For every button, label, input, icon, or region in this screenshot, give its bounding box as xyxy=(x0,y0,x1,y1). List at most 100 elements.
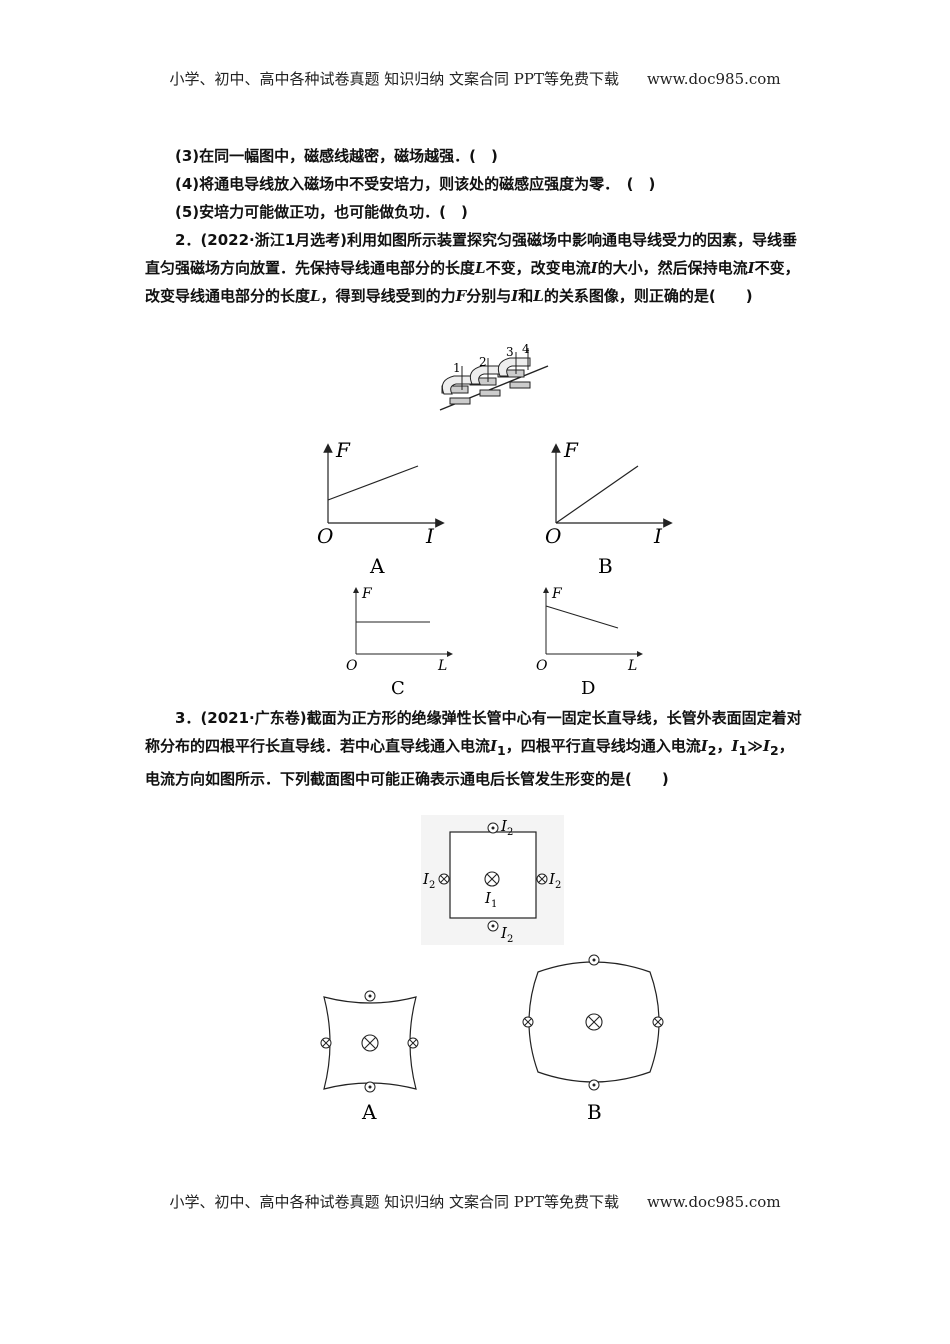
x-axis-label: L xyxy=(437,658,447,674)
deformation-option-b: B xyxy=(522,954,664,1124)
x-axis-label: I xyxy=(653,524,663,548)
graph-line xyxy=(555,465,639,524)
option-letter: C xyxy=(391,678,405,699)
current-into-page-icon xyxy=(320,1037,332,1049)
current-out-of-page-icon xyxy=(588,954,600,966)
header-text: 小学、初中、高中各种试卷真题 知识归纳 文案合同 PPT等免费下载 xyxy=(169,70,619,88)
q2-text-part: 的关系图像，则正确的是( ) xyxy=(543,287,753,305)
current-out-of-page-icon xyxy=(487,920,499,932)
statement-4: (4)将通电导线放入磁场中不受安培力，则该处的磁感应强度为零． ( ) xyxy=(175,175,656,193)
statement-3: (3)在同一幅图中，磁感线越密，磁场越强．( ) xyxy=(175,147,498,165)
current-into-page-icon xyxy=(407,1037,419,1049)
y-axis-label: F xyxy=(361,586,373,602)
central-wire-icon xyxy=(484,871,500,887)
page-footer: 小学、初中、高中各种试卷真题 知识归纳 文案合同 PPT等免费下载 www.doc… xyxy=(0,1191,950,1212)
var-L: L xyxy=(475,259,486,277)
question-3-block: 3．(2021·广东卷)截面为正方形的绝缘弹性长管中心有一固定长直导线，长管外表… xyxy=(145,704,805,793)
current-out-of-page-icon xyxy=(588,1079,600,1091)
q2-text-part: ，得到导线受到的力 xyxy=(320,287,456,305)
subscript: 2 xyxy=(707,743,717,758)
q3-text-part: ，四根平行直导线均通入电流 xyxy=(505,737,701,755)
origin-label: O xyxy=(346,658,358,674)
q3-text-part: ， xyxy=(716,737,732,755)
label-subscript: 1 xyxy=(491,899,497,910)
question-content: (3)在同一幅图中，磁感线越密，磁场越强．( ) (4)将通电导线放入磁场中不受… xyxy=(145,142,805,310)
y-axis-label: F xyxy=(563,438,579,462)
q2-text-part: 不变，改变电流 xyxy=(485,259,591,277)
x-axis-label: L xyxy=(627,658,637,674)
apparatus-figure: 1 2 3 4 xyxy=(439,344,549,411)
deformed-tube-convex xyxy=(528,961,660,1083)
central-wire-icon xyxy=(585,1013,603,1031)
label-I2: I xyxy=(500,817,508,835)
option-letter: A xyxy=(369,554,385,578)
var-I: I xyxy=(590,259,598,277)
q3-text-part: ，电流方向如图所示．下列截面图中可能正确表示通电后长管发生形变的是( ) xyxy=(145,737,794,788)
graph-option-a: F O I A xyxy=(317,438,445,578)
statement-5: (5)安培力可能做正功，也可能做负功．( ) xyxy=(175,203,468,221)
q3-number: 3． xyxy=(175,709,201,727)
var-I: I xyxy=(511,287,519,305)
q2-text-part: 利用如图所示装置探究匀强磁场中影响通电导线受力的因素，导线垂直匀强磁场方向放置．… xyxy=(145,231,798,277)
graph-line xyxy=(327,465,419,501)
current-into-page-icon xyxy=(438,873,450,885)
var-L: L xyxy=(533,287,544,305)
label-subscript: 2 xyxy=(507,934,513,945)
graph-option-c: F O L C xyxy=(346,586,453,699)
central-wire-icon xyxy=(361,1034,379,1052)
label-subscript: 2 xyxy=(429,880,435,891)
apparatus-label: 3 xyxy=(506,345,514,359)
var-I1: I xyxy=(490,737,498,755)
label-I2: I xyxy=(422,870,430,888)
var-I1: I xyxy=(731,737,739,755)
header-url: www.doc985.com xyxy=(646,70,781,88)
label-subscript: 2 xyxy=(507,827,513,838)
origin-label: O xyxy=(536,658,548,674)
label-subscript: 2 xyxy=(555,880,561,891)
q2-text-part: 和 xyxy=(518,287,534,305)
var-I2: I xyxy=(762,737,770,755)
current-out-of-page-icon xyxy=(364,990,376,1002)
graph-option-d: F O L D xyxy=(536,586,643,699)
var-I: I xyxy=(747,259,755,277)
subscript: 2 xyxy=(769,743,779,758)
q2-text-part: 的大小，然后保持电流 xyxy=(597,259,748,277)
var-I2: I xyxy=(700,737,708,755)
option-letter: D xyxy=(581,678,595,699)
q2-source: (2022·浙江1月选考) xyxy=(200,231,348,249)
graph-line xyxy=(545,605,619,629)
q2-text-part: 分别与 xyxy=(466,287,512,305)
q2-text-part: 不变，改变导线通电部分的长度 xyxy=(145,259,800,305)
subscript: 1 xyxy=(738,743,748,758)
option-letter: B xyxy=(587,1100,602,1124)
label-I1: I xyxy=(484,889,492,907)
option-letter: A xyxy=(361,1100,377,1124)
current-into-page-icon xyxy=(522,1016,534,1028)
apparatus-label: 1 xyxy=(453,361,461,375)
deformation-option-a: A xyxy=(320,990,419,1124)
apparatus-label: 4 xyxy=(522,344,530,356)
x-axis-label: I xyxy=(425,524,435,548)
question-2-text: 2．(2022·浙江1月选考)利用如图所示装置探究匀强磁场中影响通电导线受力的因… xyxy=(145,226,805,310)
var-F: F xyxy=(455,287,467,305)
subscript: 1 xyxy=(497,743,506,758)
var-L: L xyxy=(310,287,321,305)
footer-text: 小学、初中、高中各种试卷真题 知识归纳 文案合同 PPT等免费下载 xyxy=(169,1193,619,1211)
label-I2: I xyxy=(500,924,508,942)
deformed-tube-concave xyxy=(323,996,417,1090)
question-3-text: 3．(2021·广东卷)截面为正方形的绝缘弹性长管中心有一固定长直导线，长管外表… xyxy=(145,704,805,793)
current-out-of-page-icon xyxy=(364,1081,376,1093)
page-header: 小学、初中、高中各种试卷真题 知识归纳 文案合同 PPT等免费下载 www.doc… xyxy=(0,68,950,89)
relation-symbol: ≫ xyxy=(747,737,763,755)
origin-label: O xyxy=(317,524,333,548)
current-out-of-page-icon xyxy=(487,822,499,834)
current-into-page-icon xyxy=(536,873,548,885)
origin-label: O xyxy=(545,524,561,548)
cross-section-figure: I 2 I 2 I 2 I 2 I 1 xyxy=(421,815,564,945)
label-I2: I xyxy=(548,870,556,888)
apparatus-label: 2 xyxy=(479,355,487,369)
y-axis-label: F xyxy=(551,586,563,602)
q3-source: (2021·广东卷) xyxy=(200,709,307,727)
q2-number: 2． xyxy=(175,231,201,249)
footer-url: www.doc985.com xyxy=(646,1193,781,1211)
